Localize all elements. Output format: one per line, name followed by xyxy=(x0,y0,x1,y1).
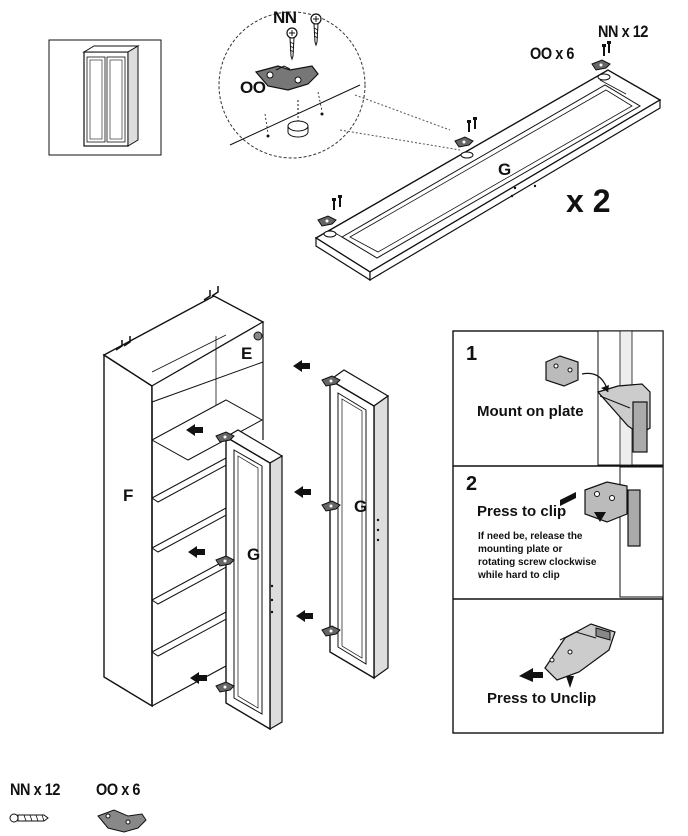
multiplier-label: x 2 xyxy=(566,183,611,219)
legend-hinge-icon xyxy=(97,809,147,833)
nn-detail-label: NN xyxy=(273,8,297,27)
step-1-text: Mount on plate xyxy=(477,403,584,420)
step-2-number: 2 xyxy=(466,473,478,495)
oo-quantity-label: OO x 6 xyxy=(530,44,575,63)
part-g-top-label: G xyxy=(498,160,512,179)
legend-nn-label: NN x 12 xyxy=(10,780,61,799)
door-panel-top xyxy=(314,40,662,282)
door-panel-front xyxy=(224,429,284,731)
cabinet-body xyxy=(102,286,265,708)
nn-quantity-label: NN x 12 xyxy=(598,22,649,41)
cabinet-thumbnail-icon xyxy=(48,39,162,156)
step-1-number: 1 xyxy=(466,343,478,365)
legend-screw-icon xyxy=(9,813,49,823)
door-panel-back xyxy=(321,369,390,680)
hinge-detail-circle xyxy=(218,11,366,159)
part-g-back-label: G xyxy=(354,497,368,516)
hinge-icon xyxy=(254,65,319,91)
step-2-note: If need be, release the mounting plate o… xyxy=(478,531,597,581)
step-3-text: Press to Unclip xyxy=(487,690,597,707)
oo-detail-label: OO xyxy=(240,78,266,97)
step-2-text: Press to clip xyxy=(477,503,567,520)
steps-panel xyxy=(452,330,664,734)
part-e-label: E xyxy=(241,344,253,363)
part-f-label: F xyxy=(123,486,134,505)
screw-icon xyxy=(286,13,322,61)
part-g-front-label: G xyxy=(247,545,261,564)
legend-oo-label: OO x 6 xyxy=(96,780,141,799)
